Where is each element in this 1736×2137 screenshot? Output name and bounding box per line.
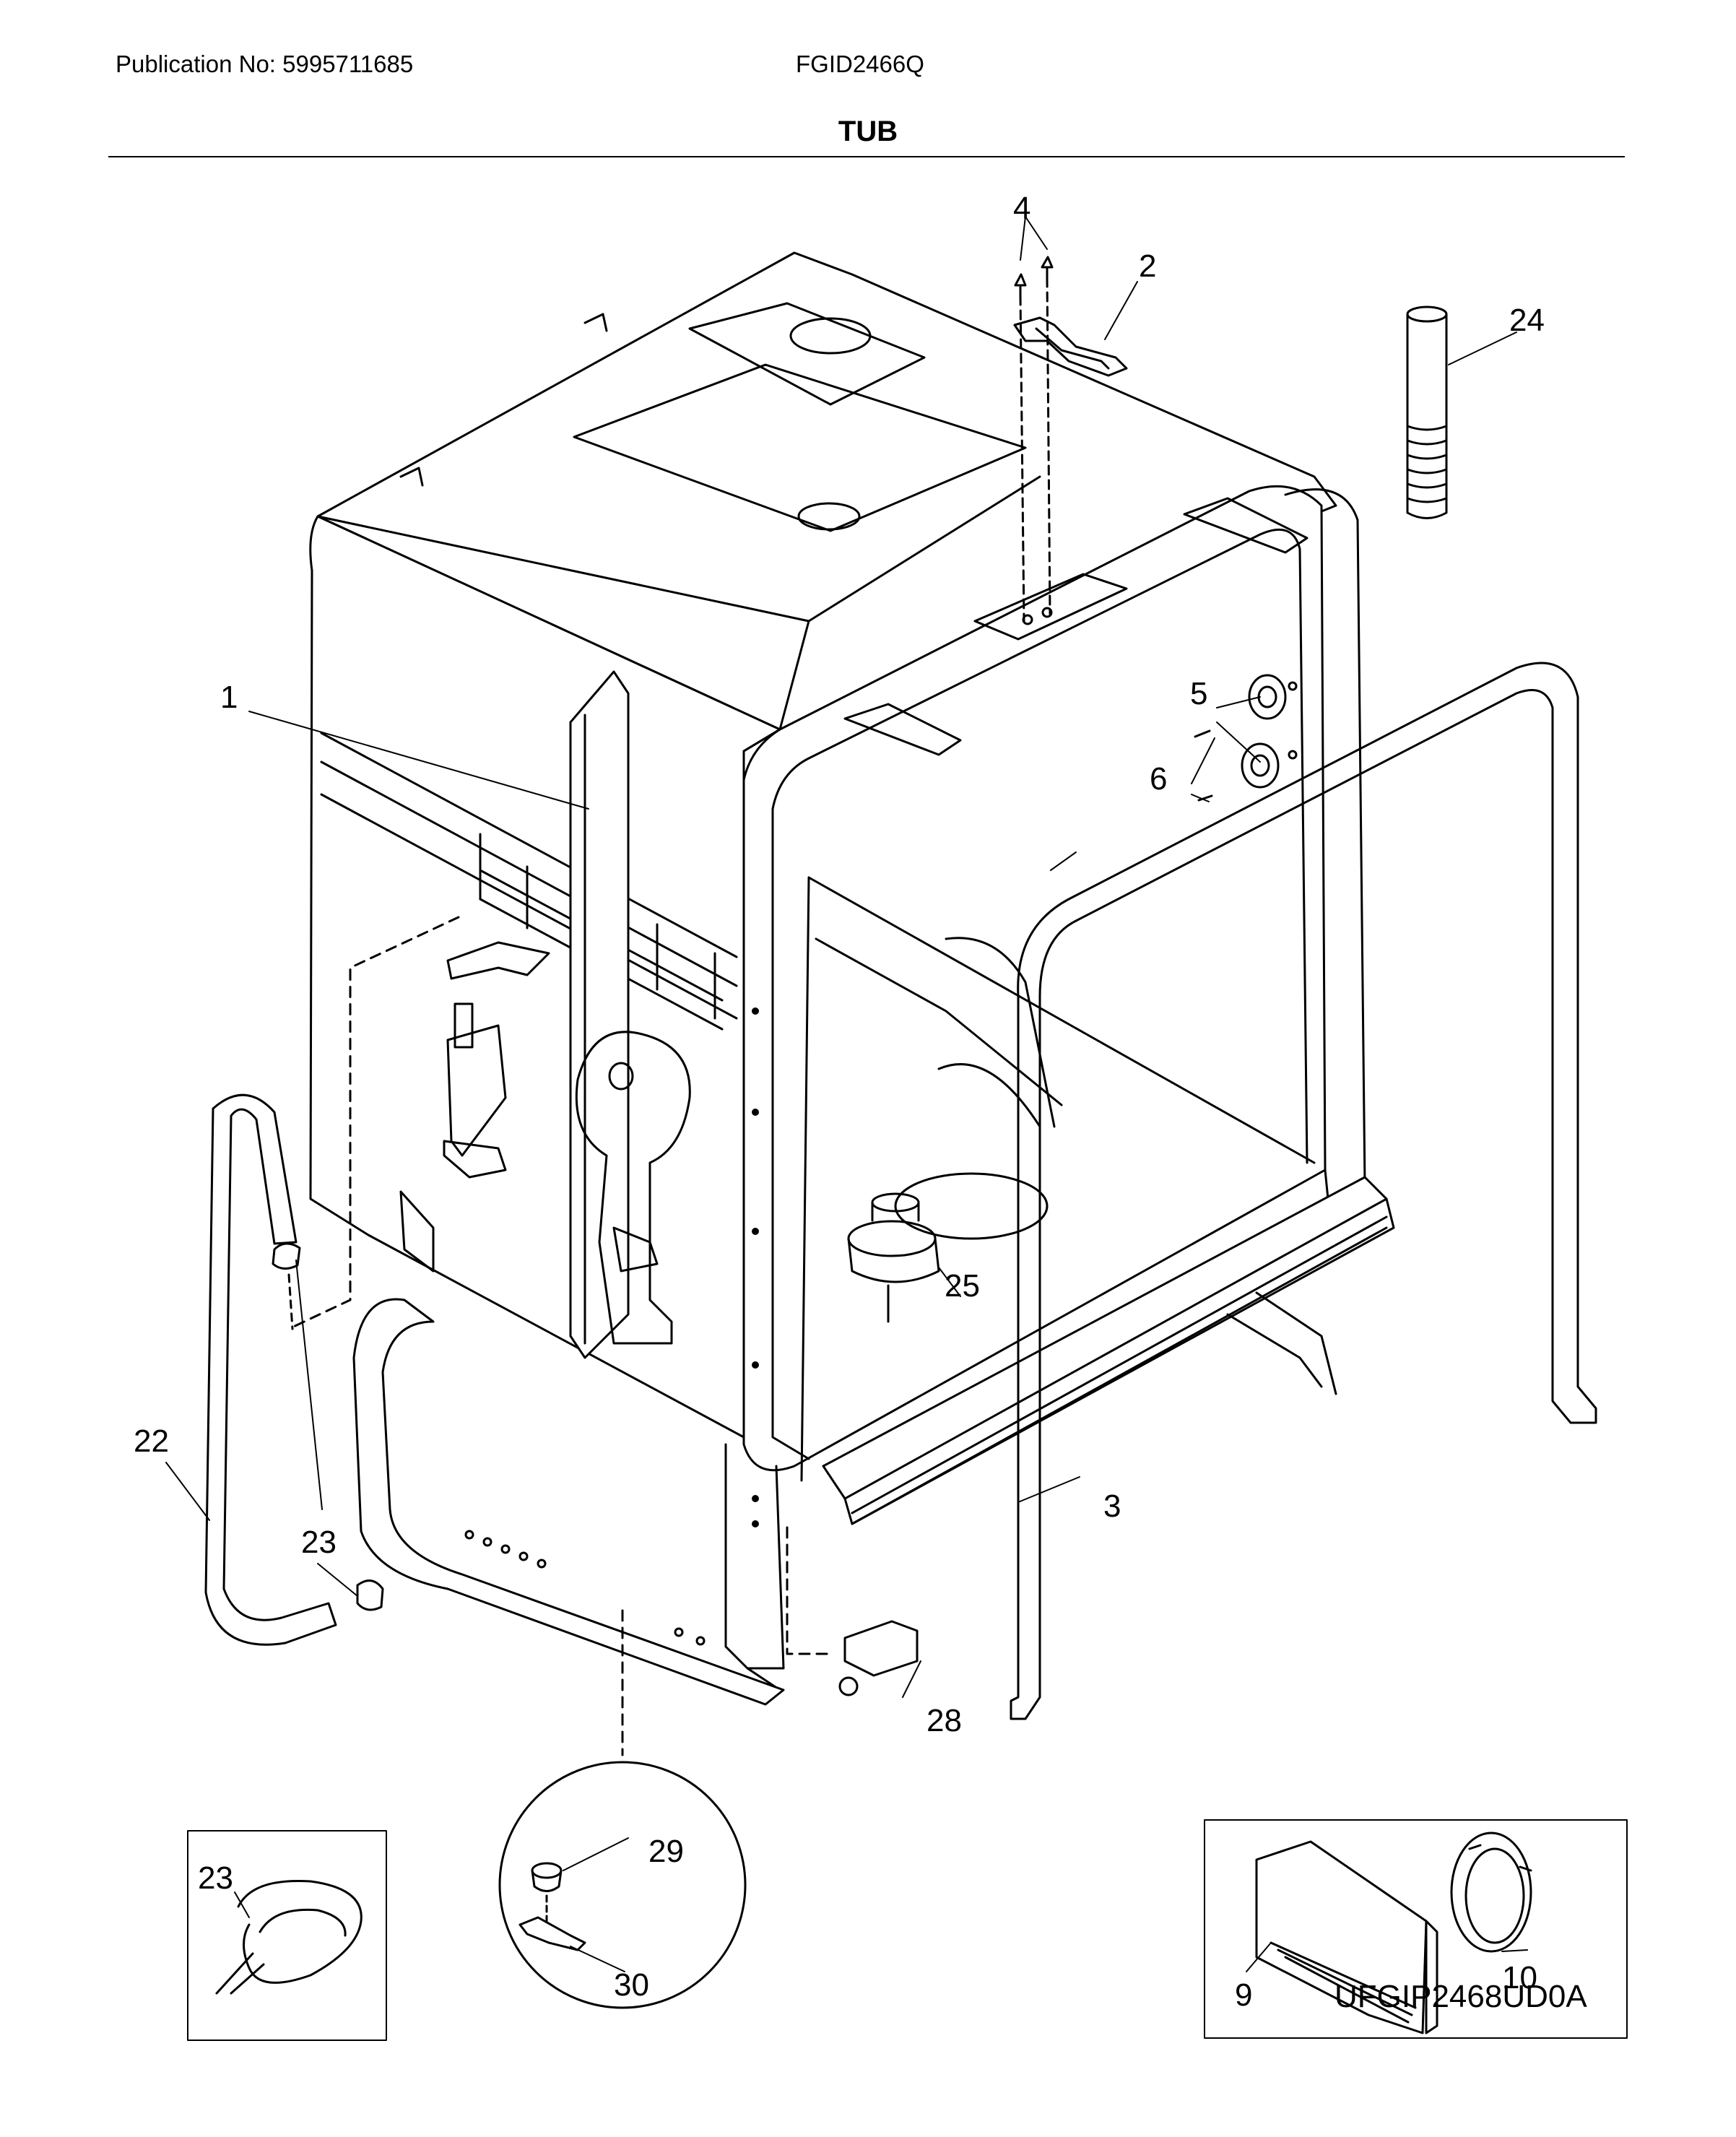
leader-lines — [165, 216, 1528, 1972]
callout-labels: 1 2 3 4 5 6 9 10 22 23 23 24 25 28 29 30 — [134, 191, 1545, 2013]
callout-25: 25 — [945, 1268, 980, 1304]
callout-23-detail: 23 — [198, 1860, 233, 1896]
part-23-hose-clamps — [272, 1242, 384, 1611]
detail-box-23-clamp — [187, 1830, 387, 2041]
part-2-bracket — [1013, 316, 1128, 377]
detail-box-9-10 — [1204, 1819, 1628, 2039]
callout-6: 6 — [1150, 761, 1167, 797]
part-6-screws — [1194, 681, 1298, 802]
callout-30: 30 — [614, 1967, 649, 2003]
callout-22: 22 — [134, 1423, 169, 1459]
model-number: FGID2466Q — [796, 51, 924, 77]
callout-24: 24 — [1509, 303, 1545, 338]
callout-9: 9 — [1235, 1977, 1252, 2013]
part-28-float-switch — [786, 1526, 919, 1696]
frame-rivets — [752, 1007, 759, 1527]
callout-23-hose: 23 — [301, 1525, 337, 1560]
diagram-code: UFGIP2468UD0A — [1334, 1979, 1587, 2014]
detail-circle-29-30 — [498, 1609, 747, 2009]
base-frame-arch — [352, 1298, 785, 1706]
part-3-door-gasket — [1010, 662, 1597, 1720]
tub-assembly — [287, 251, 1395, 1691]
callout-10: 10 — [1502, 1960, 1537, 1995]
part-24-vent — [1406, 305, 1448, 519]
callout-2: 2 — [1139, 248, 1156, 284]
callout-29: 29 — [648, 1834, 684, 1869]
part-25-float — [847, 1192, 940, 1323]
callout-5: 5 — [1190, 676, 1207, 711]
part-22-drain-hose — [204, 1093, 337, 1646]
page-title: TUB — [838, 116, 898, 147]
callout-3: 3 — [1103, 1488, 1121, 1524]
publication-number: Publication No: 5995711685 — [116, 51, 414, 77]
title-divider — [108, 156, 1625, 157]
part-4-screws — [1014, 256, 1054, 623]
callout-1: 1 — [220, 680, 238, 715]
callout-4: 4 — [1013, 191, 1030, 226]
callout-28: 28 — [926, 1703, 962, 1738]
